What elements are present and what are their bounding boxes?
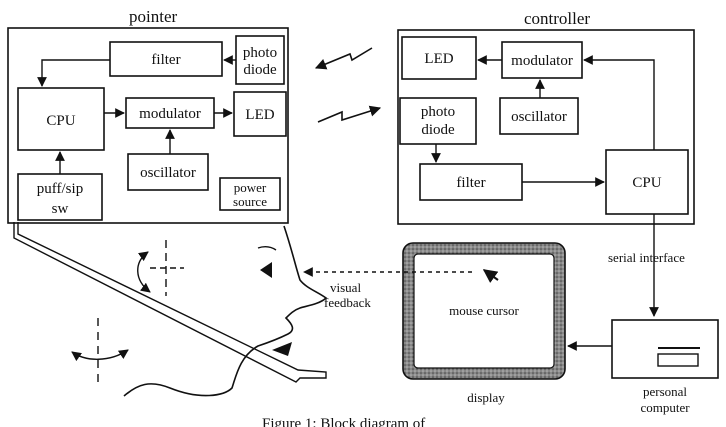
serial-interface-label: serial interface: [608, 250, 685, 265]
pointer-cpu-label: CPU: [46, 113, 75, 129]
pointer-led-label: LED: [245, 107, 274, 123]
arrow-cpu-to-modulator: [583, 55, 655, 150]
controller-photodiode-box: [399, 97, 477, 145]
mouse-cursor-icon: [482, 269, 499, 284]
pitch-rotation-icon: [137, 251, 151, 293]
pointer-modulator-box: [125, 97, 215, 129]
controller-title: controller: [524, 9, 590, 28]
controller-photodiode-label-1: photo: [421, 104, 455, 120]
pointer-power-label-1: power: [234, 180, 267, 195]
controller-modulator-label: modulator: [511, 53, 573, 69]
controller-oscillator-label: oscillator: [511, 109, 567, 125]
head-profile-outline: [123, 225, 328, 397]
puff-sip-tube: [13, 222, 327, 383]
pointer-oscillator-label: oscillator: [140, 165, 196, 181]
visual-feedback-label-2: feedback: [324, 295, 371, 310]
figure-caption: Figure 1: Block diagram of: [262, 416, 425, 427]
arrow-filter-to-cpu: [37, 59, 110, 87]
ir-link-controller-to-pointer: [314, 47, 373, 70]
controller-filter-label: filter: [456, 175, 485, 191]
eyebrow: [257, 245, 277, 251]
pc-drive-icon: [657, 353, 699, 367]
visual-feedback-label-1: visual: [330, 280, 361, 295]
controller-cpu-box: [605, 149, 689, 215]
controller-photodiode-label-2: diode: [421, 122, 455, 138]
pointer-led-box: [233, 91, 287, 137]
pointer-modulator-label: modulator: [139, 106, 201, 122]
display-screen: [413, 253, 555, 369]
pointer-puff-sip-label-2: sw: [52, 201, 69, 217]
pointer-title: pointer: [129, 7, 177, 26]
controller-led-label: LED: [424, 51, 453, 67]
personal-computer-label-1: personal: [643, 384, 687, 399]
pointer-power-source-box: [219, 177, 281, 211]
controller-modulator-box: [501, 41, 583, 79]
pointer-photodiode-label-1: photo: [243, 45, 277, 61]
personal-computer-label-2: computer: [640, 400, 690, 415]
mouthpiece-icon: [272, 342, 292, 356]
display-label: display: [467, 390, 505, 405]
pointer-photodiode-label-2: diode: [243, 62, 277, 78]
pointer-oscillator-box: [127, 153, 209, 191]
pointer-photodiode-box: [235, 35, 285, 85]
ir-link-pointer-to-controller: [317, 105, 382, 123]
controller-led-box: [401, 36, 477, 80]
pointer-puff-sip-box: [17, 173, 103, 221]
pointer-filter-box: [109, 41, 223, 77]
controller-oscillator-box: [499, 97, 579, 135]
pointer-cpu-box: [17, 87, 105, 151]
pointer-power-label-2: source: [233, 194, 267, 209]
controller-cpu-label: CPU: [632, 175, 661, 191]
pointer-filter-label: filter: [151, 52, 180, 68]
mouse-cursor-label: mouse cursor: [449, 303, 519, 318]
eye-icon: [260, 262, 272, 278]
yaw-rotation-icon: [71, 349, 129, 362]
pointer-puff-sip-label-1: puff/sip: [37, 181, 83, 197]
